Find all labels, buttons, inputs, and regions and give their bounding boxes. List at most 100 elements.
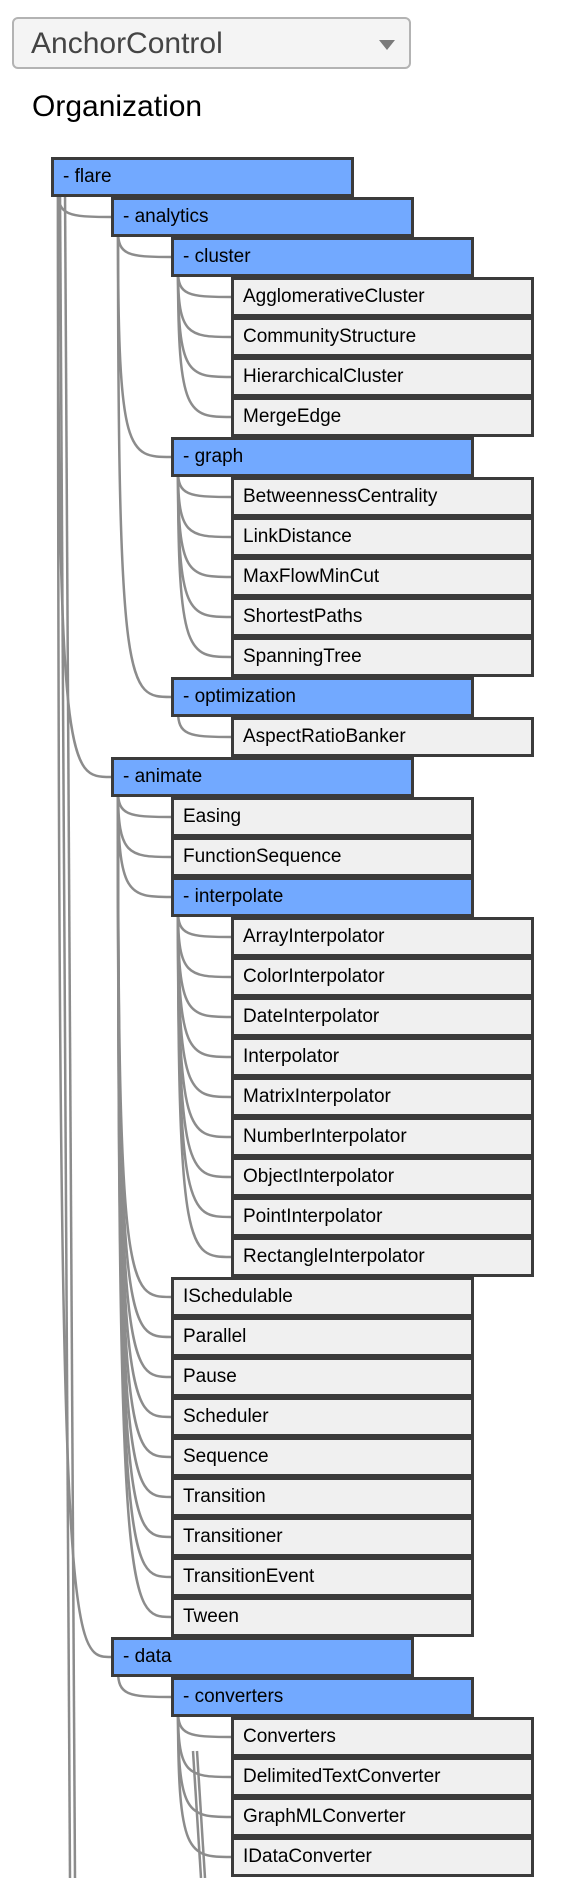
- node-label: HierarchicalCluster: [243, 366, 404, 387]
- node-label: - animate: [123, 766, 203, 787]
- tree-node-easing[interactable]: Easing: [171, 797, 474, 837]
- tree-link: [191, 1750, 203, 1878]
- node-label: DelimitedTextConverter: [243, 1766, 441, 1787]
- tree-node-color-interpolator[interactable]: ColorInterpolator: [231, 957, 534, 997]
- node-label: Tween: [183, 1606, 239, 1627]
- chevron-down-icon: [379, 40, 395, 50]
- tree-node-date-interpolator[interactable]: DateInterpolator: [231, 997, 534, 1037]
- tree-node-transition-event[interactable]: TransitionEvent: [171, 1557, 474, 1597]
- node-label: - cluster: [183, 246, 251, 267]
- tree-node-array-interpolator[interactable]: ArrayInterpolator: [231, 917, 534, 957]
- node-label: Converters: [243, 1726, 336, 1747]
- node-label: GraphMLConverter: [243, 1806, 406, 1827]
- node-label: ISchedulable: [183, 1286, 293, 1307]
- tree-link: [116, 230, 172, 699]
- node-label: TransitionEvent: [183, 1566, 315, 1587]
- tree-link: [116, 790, 172, 1339]
- tree-link: [176, 910, 232, 979]
- tree-node-spanning-tree[interactable]: SpanningTree: [231, 637, 534, 677]
- tree-node-point-interpolator[interactable]: PointInterpolator: [231, 1197, 534, 1237]
- tree-node-object-interpolator[interactable]: ObjectInterpolator: [231, 1157, 534, 1197]
- tree-node-parallel[interactable]: Parallel: [171, 1317, 474, 1357]
- tree-group-graph[interactable]: - graph: [171, 437, 474, 477]
- tree-link: [63, 190, 77, 1878]
- tree-group-converters[interactable]: - converters: [171, 1677, 474, 1717]
- tree-link: [176, 710, 232, 739]
- tree-link: [195, 1750, 207, 1878]
- tree-node-transition[interactable]: Transition: [171, 1477, 474, 1517]
- node-label: Sequence: [183, 1446, 269, 1467]
- tree-node-rectangle-interpolator[interactable]: RectangleInterpolator: [231, 1237, 534, 1277]
- tree-link: [176, 470, 232, 659]
- tree-link: [176, 270, 232, 419]
- node-label: Parallel: [183, 1326, 247, 1347]
- tree-node-scheduler[interactable]: Scheduler: [171, 1397, 474, 1437]
- node-label: ObjectInterpolator: [243, 1166, 395, 1187]
- node-label: CommunityStructure: [243, 326, 417, 347]
- node-label: - flare: [63, 166, 112, 187]
- tree-link: [116, 230, 172, 459]
- node-label: - data: [123, 1646, 172, 1667]
- tree-node-hierarchical-cluster[interactable]: HierarchicalCluster: [231, 357, 534, 397]
- tree-group-optimization[interactable]: - optimization: [171, 677, 474, 717]
- tree-link: [176, 910, 232, 1259]
- tree-link: [176, 1710, 232, 1779]
- tree-node-shortest-paths[interactable]: ShortestPaths: [231, 597, 534, 637]
- tree-node-merge-edge[interactable]: MergeEdge: [231, 397, 534, 437]
- node-label: MatrixInterpolator: [243, 1086, 391, 1107]
- tree-link: [116, 1670, 172, 1699]
- node-label: - interpolate: [183, 886, 284, 907]
- tree-node-sequence[interactable]: Sequence: [171, 1437, 474, 1477]
- tree-group-analytics[interactable]: - analytics: [111, 197, 414, 237]
- node-label: ColorInterpolator: [243, 966, 385, 987]
- node-label: - analytics: [123, 206, 209, 227]
- tree-node-transitioner[interactable]: Transitioner: [171, 1517, 474, 1557]
- node-label: NumberInterpolator: [243, 1126, 407, 1147]
- tree-group-interpolate[interactable]: - interpolate: [171, 877, 474, 917]
- node-label: - optimization: [183, 686, 296, 707]
- tree-node-max-flow-min-cut[interactable]: MaxFlowMinCut: [231, 557, 534, 597]
- tree-node-aspect-ratio-banker[interactable]: AspectRatioBanker: [231, 717, 534, 757]
- node-label: Easing: [183, 806, 242, 827]
- tree-group-cluster[interactable]: - cluster: [171, 237, 474, 277]
- node-label: Transitioner: [183, 1526, 283, 1547]
- anchor-control-dropdown[interactable]: AnchorControl: [12, 17, 411, 69]
- node-label: PointInterpolator: [243, 1206, 383, 1227]
- tree-group-flare[interactable]: - flare: [51, 157, 354, 197]
- tree-group-animate[interactable]: - animate: [111, 757, 414, 797]
- tree-node-link-distance[interactable]: LinkDistance: [231, 517, 534, 557]
- tree-node-betweenness-centrality[interactable]: BetweennessCentrality: [231, 477, 534, 517]
- tree-node-ischedulable[interactable]: ISchedulable: [171, 1277, 474, 1317]
- node-label: AgglomerativeCluster: [243, 286, 425, 307]
- tree-group-data[interactable]: - data: [111, 1637, 414, 1677]
- node-label: - converters: [183, 1686, 284, 1707]
- node-label: DateInterpolator: [243, 1006, 380, 1027]
- tree-node-delimited-text-converter[interactable]: DelimitedTextConverter: [231, 1757, 534, 1797]
- page-title: Organization: [32, 90, 203, 123]
- tree-node-pause[interactable]: Pause: [171, 1357, 474, 1397]
- tree-node-converters[interactable]: Converters: [231, 1717, 534, 1757]
- tree-node-tween[interactable]: Tween: [171, 1597, 474, 1637]
- tree-node-interpolator[interactable]: Interpolator: [231, 1037, 534, 1077]
- tree-link: [116, 790, 172, 1619]
- node-label: Scheduler: [183, 1406, 269, 1427]
- tree-node-community-structure[interactable]: CommunityStructure: [231, 317, 534, 357]
- node-label: - graph: [183, 446, 244, 467]
- node-label: Interpolator: [243, 1046, 340, 1067]
- tree-node-graph-mlconverter[interactable]: GraphMLConverter: [231, 1797, 534, 1837]
- node-label: MaxFlowMinCut: [243, 566, 380, 587]
- tree-node-agglomerative-cluster[interactable]: AgglomerativeCluster: [231, 277, 534, 317]
- tree-link: [58, 190, 72, 1878]
- node-label: SpanningTree: [243, 646, 362, 667]
- tree-node-number-interpolator[interactable]: NumberInterpolator: [231, 1117, 534, 1157]
- tree-node-function-sequence[interactable]: FunctionSequence: [171, 837, 474, 877]
- node-label: FunctionSequence: [183, 846, 342, 867]
- tree-node-matrix-interpolator[interactable]: MatrixInterpolator: [231, 1077, 534, 1117]
- tree-node-idata-converter[interactable]: IDataConverter: [231, 1837, 534, 1877]
- node-label: RectangleInterpolator: [243, 1246, 425, 1267]
- node-label: IDataConverter: [243, 1846, 372, 1867]
- node-label: AspectRatioBanker: [243, 726, 406, 747]
- tree-link: [116, 790, 172, 1299]
